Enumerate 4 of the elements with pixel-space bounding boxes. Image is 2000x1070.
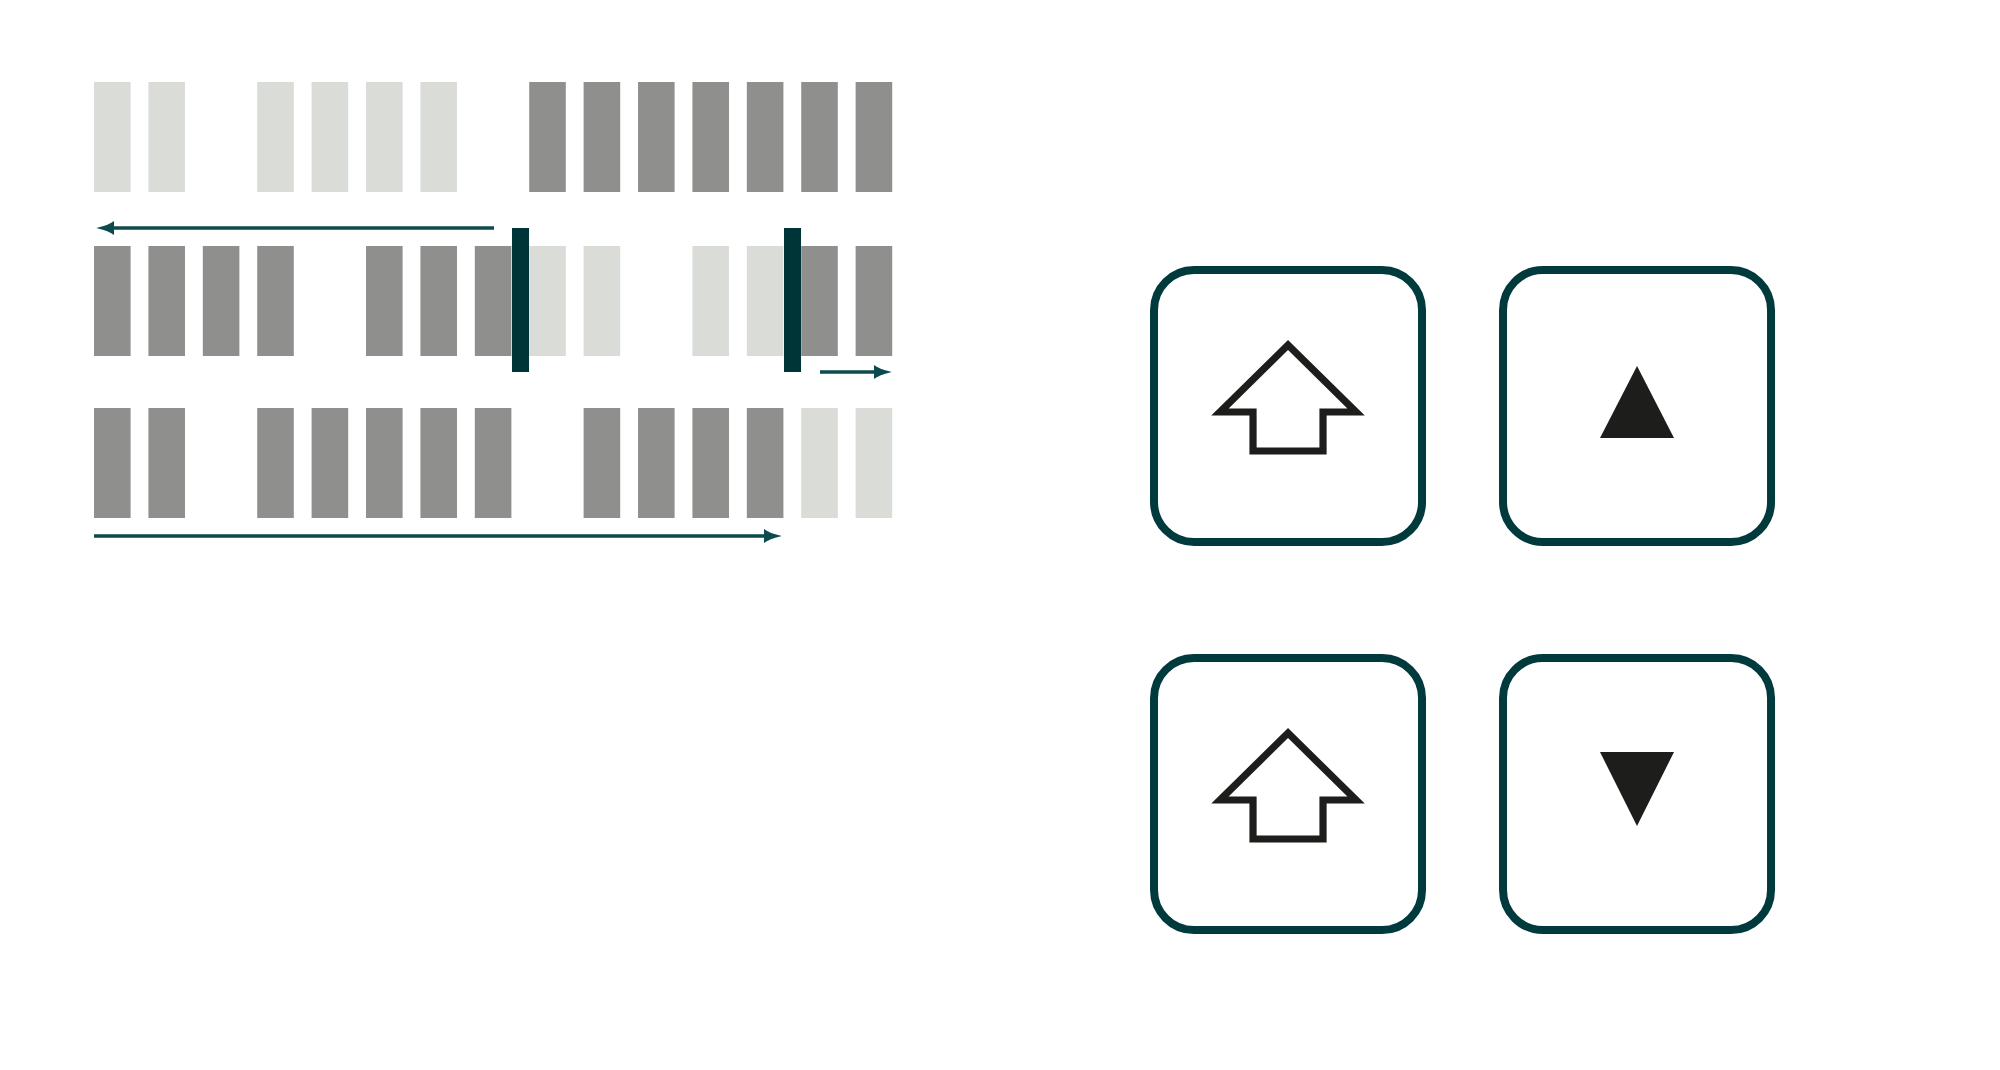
keyboard-key: [1150, 266, 1426, 546]
keyboard-key: [1150, 654, 1426, 934]
keyboard-key: [1499, 266, 1776, 546]
keyboard-key: [1499, 654, 1776, 934]
